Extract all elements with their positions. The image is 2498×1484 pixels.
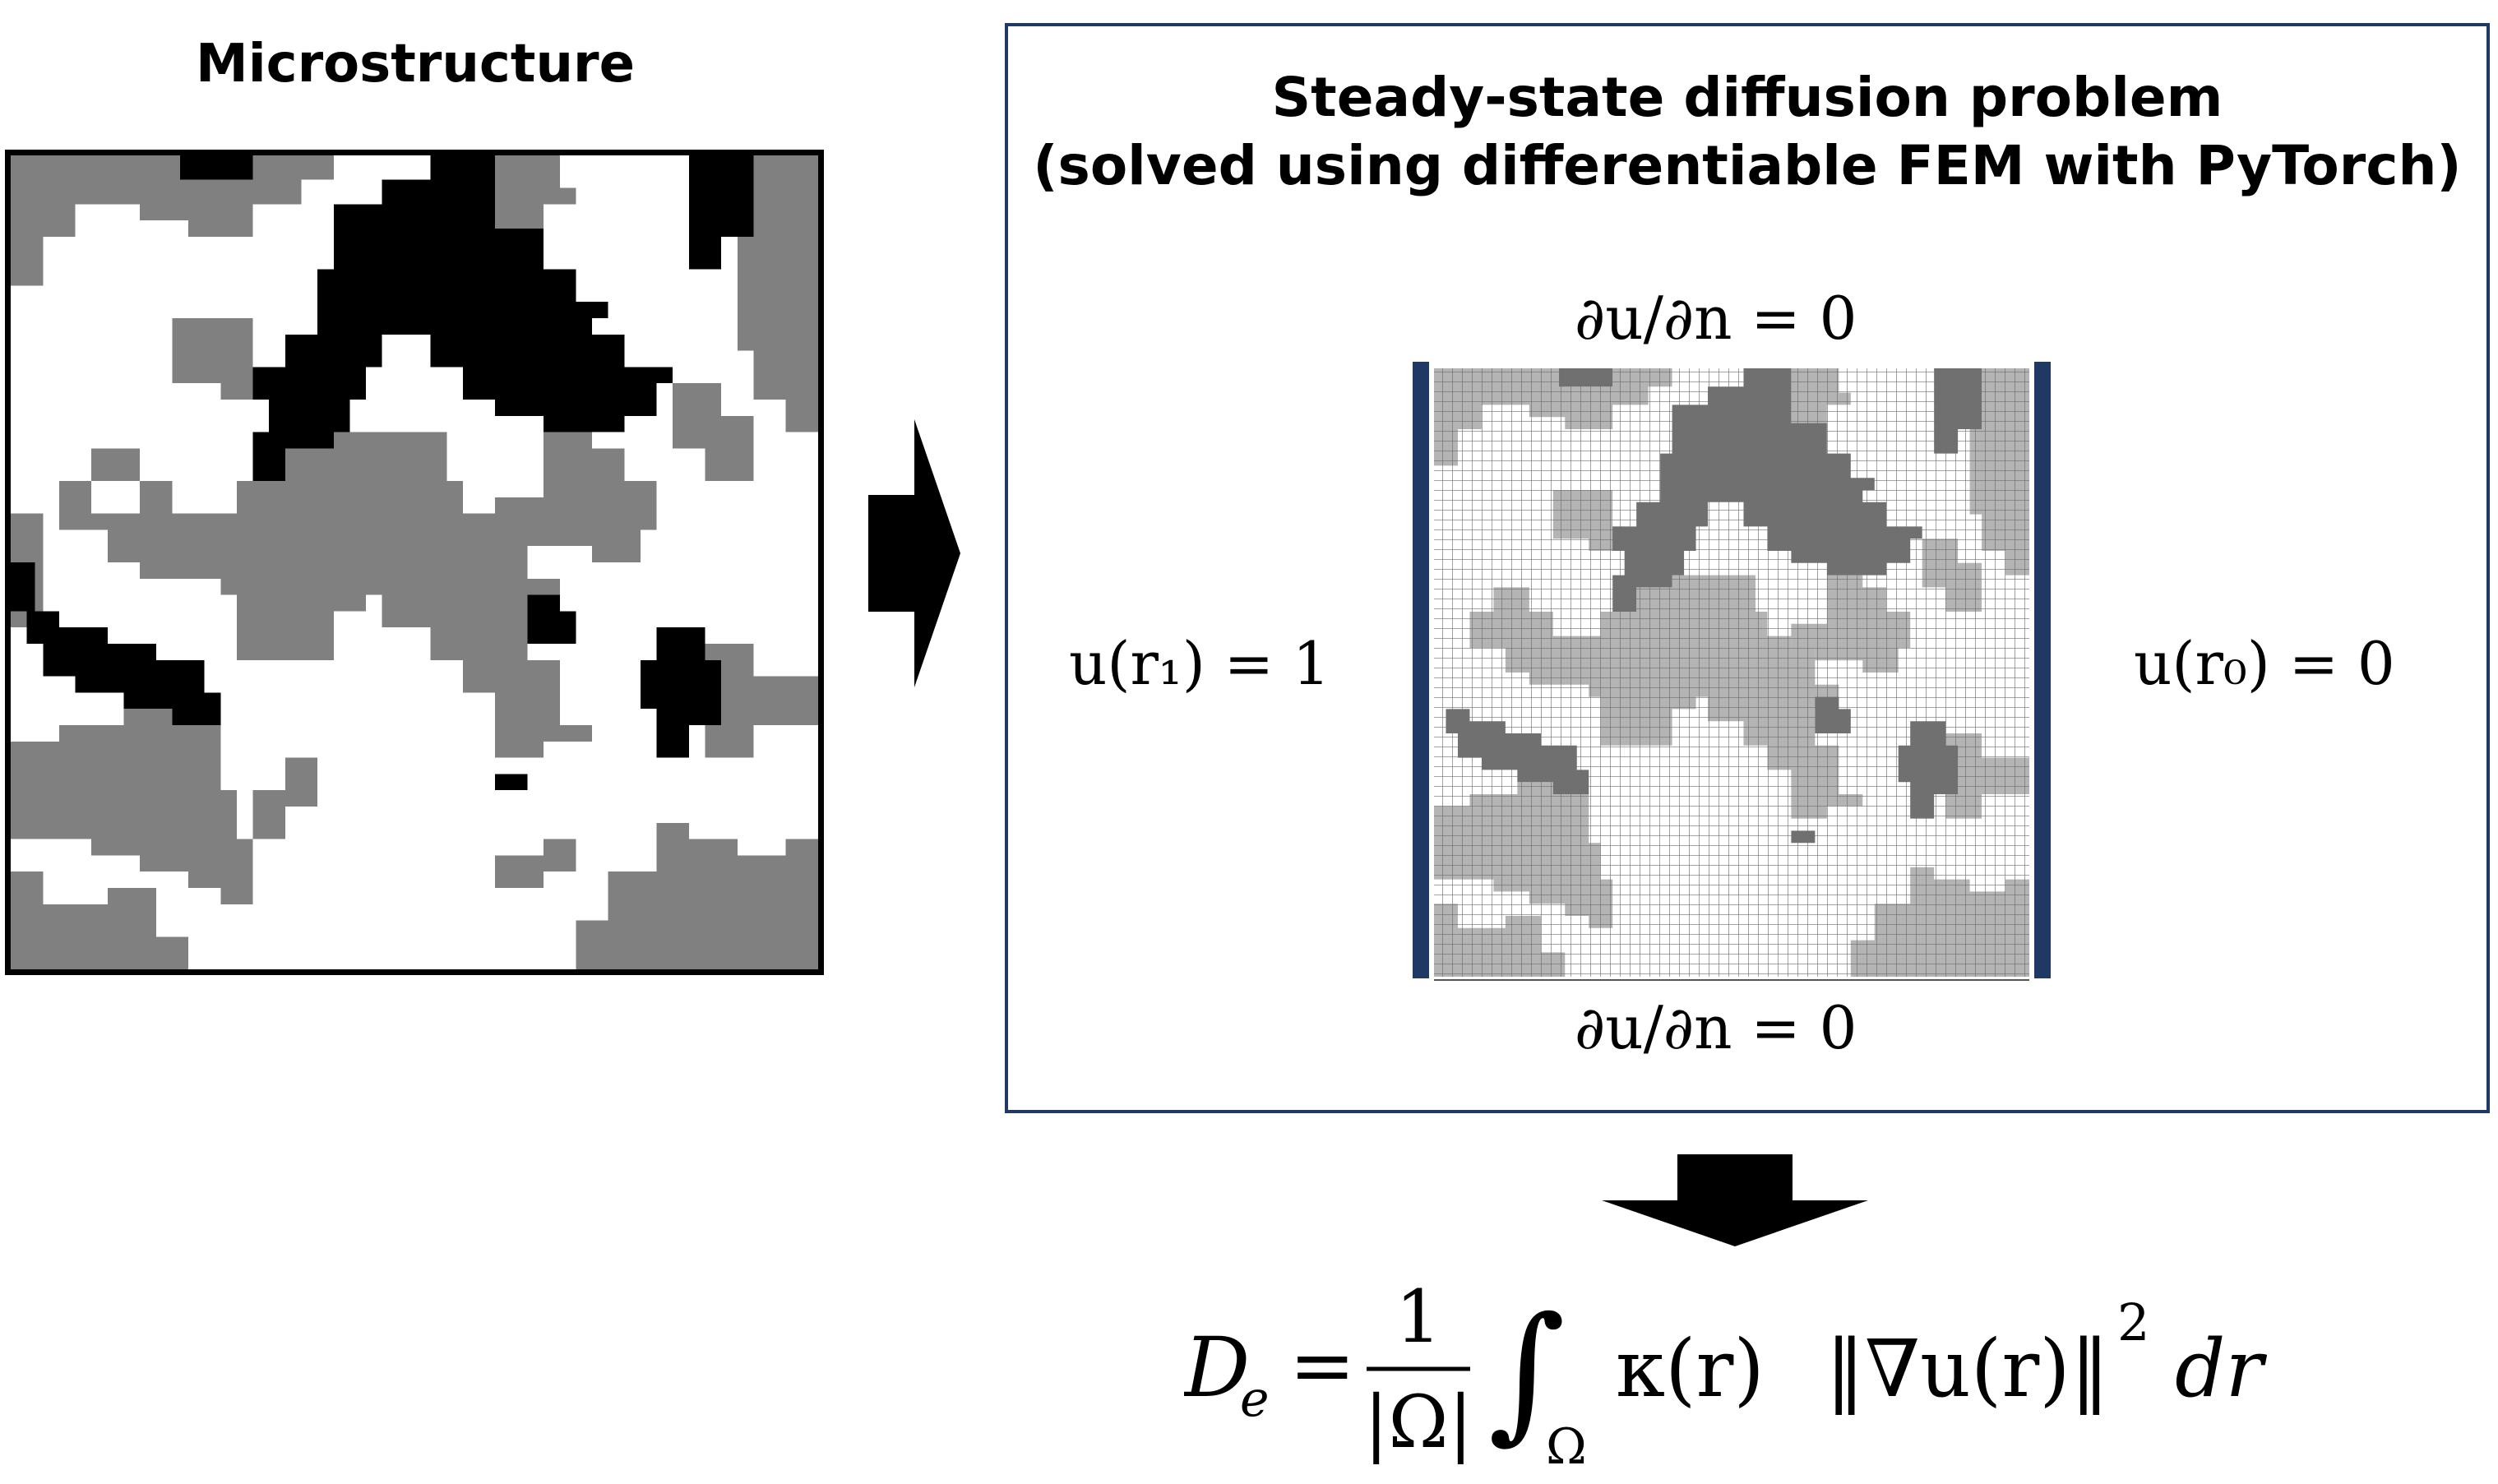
bc-bottom-neumann: ∂u/∂n = 0 [1575,993,1857,1062]
formula-lhs-sub: e [1240,1371,1270,1428]
microstructure-image [5,150,824,975]
formula-lhs: D [1184,1320,1250,1416]
formula-differential: dr [2175,1323,2267,1415]
left-electrode [1413,362,1429,978]
bc-top-neumann: ∂u/∂n = 0 [1575,284,1857,353]
microstructure-phases [11,155,818,969]
black-phase [11,155,754,791]
effective-diffusivity-formula: D e = 1 |Ω| ∫ Ω κ(r) ‖∇u(r)‖ 2 dr [1184,1283,2267,1476]
bc-left-dirichlet: u(r₁) = 1 [1069,629,1330,698]
bc-right-dirichlet: u(r₀) = 0 [2134,629,2395,698]
formula-power: 2 [2117,1292,2149,1352]
formula-norm: ‖∇u(r)‖ [1825,1323,2110,1415]
formula-denominator: |Ω| [1364,1380,1473,1464]
right-electrode [2034,362,2051,978]
formula-kappa: κ(r) [1616,1323,1765,1415]
arrow-down-icon [1602,1154,1868,1246]
white-phase [91,448,496,807]
problem-title: Steady-state diffusion problem (solved u… [1005,64,2490,200]
formula-equals: = [1289,1320,1355,1412]
fem-mesh [1413,362,2051,981]
problem-title-line1: Steady-state diffusion problem [1271,66,2223,129]
formula-numerator: 1 [1395,1283,1441,1359]
microstructure-title: Microstructure [196,34,635,95]
problem-title-line2: (solved using differentiable FEM with Py… [1033,133,2462,197]
diffusion-problem-box [1005,23,2490,1113]
arrow-right-icon [868,419,960,687]
formula-integral: ∫ [1488,1286,1566,1458]
formula-integral-sub: Ω [1546,1418,1587,1476]
